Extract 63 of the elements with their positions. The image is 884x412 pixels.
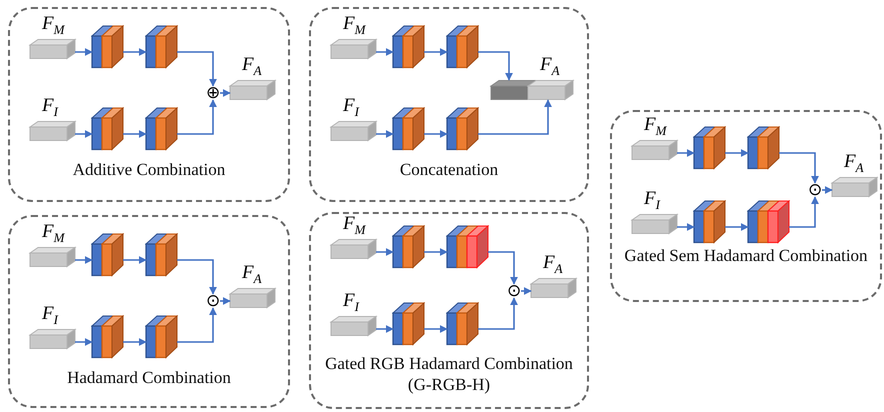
arrow bbox=[779, 152, 819, 184]
arrow bbox=[123, 130, 147, 138]
operator-symbol: ⊙ bbox=[206, 294, 220, 308]
arrow bbox=[75, 48, 93, 56]
arrow bbox=[75, 338, 93, 346]
feature-label: F$_{M}$ bbox=[343, 213, 366, 239]
arrow bbox=[424, 248, 448, 256]
feature-label: F$_{I}$ bbox=[42, 95, 58, 121]
arrow bbox=[123, 338, 147, 346]
arrow bbox=[725, 223, 749, 231]
arrow bbox=[177, 99, 217, 135]
arrow bbox=[677, 149, 695, 157]
dashed-panel bbox=[610, 110, 882, 302]
panel-caption: Gated RGB Hadamard Combination (G-RGB-H) bbox=[324, 353, 574, 395]
feature-label: F$_{I}$ bbox=[343, 95, 359, 121]
arrow bbox=[75, 130, 93, 138]
feature-label: F$_{I}$ bbox=[644, 188, 660, 214]
arrow bbox=[478, 51, 513, 81]
arrow bbox=[376, 325, 394, 333]
panel-caption: Additive Combination bbox=[72, 159, 226, 180]
arrow bbox=[177, 51, 217, 87]
arrow bbox=[424, 325, 448, 333]
dashed-panel bbox=[309, 7, 589, 202]
operator-symbol: ⊙ bbox=[507, 284, 521, 298]
arrow bbox=[677, 223, 695, 231]
dashed-panel bbox=[8, 215, 290, 408]
feature-label: F$_{A}$ bbox=[242, 54, 262, 80]
arrow bbox=[789, 196, 819, 228]
feature-label: F$_{A}$ bbox=[543, 252, 563, 278]
operator-symbol: ⊙ bbox=[808, 183, 822, 197]
feature-label: F$_{I}$ bbox=[343, 290, 359, 316]
arrow bbox=[220, 89, 231, 97]
arrow bbox=[521, 287, 532, 295]
panel-caption: Hadamard Combination bbox=[66, 367, 232, 388]
arrow bbox=[725, 149, 749, 157]
feature-label: F$_{A}$ bbox=[844, 151, 864, 177]
panel-caption: Gated Sem Hadamard Combination bbox=[623, 245, 869, 266]
arrow bbox=[488, 251, 518, 285]
feature-label: F$_{M}$ bbox=[343, 13, 366, 39]
arrow bbox=[177, 307, 217, 343]
arrow bbox=[424, 48, 448, 56]
arrow bbox=[822, 186, 833, 194]
panel-caption: Concatenation bbox=[398, 159, 500, 180]
feature-label: F$_{M}$ bbox=[644, 114, 666, 140]
arrow bbox=[123, 48, 147, 56]
dashed-panel bbox=[8, 7, 290, 202]
arrow bbox=[376, 130, 394, 138]
feature-label: F$_{A}$ bbox=[242, 262, 262, 288]
arrow bbox=[478, 297, 518, 330]
feature-label: F$_{I}$ bbox=[42, 303, 58, 329]
arrow bbox=[220, 297, 231, 305]
arrow bbox=[123, 256, 147, 264]
feature-label: F$_{A}$ bbox=[540, 54, 560, 80]
arrow bbox=[478, 99, 552, 135]
arrow bbox=[177, 259, 217, 295]
operator-symbol: ⊕ bbox=[206, 86, 220, 100]
arrow bbox=[75, 256, 93, 264]
arrow bbox=[376, 248, 394, 256]
feature-label: F$_{M}$ bbox=[42, 13, 64, 39]
arrow bbox=[424, 130, 448, 138]
feature-label: F$_{M}$ bbox=[42, 221, 64, 247]
arrow bbox=[376, 48, 394, 56]
dashed-panel bbox=[309, 212, 589, 409]
